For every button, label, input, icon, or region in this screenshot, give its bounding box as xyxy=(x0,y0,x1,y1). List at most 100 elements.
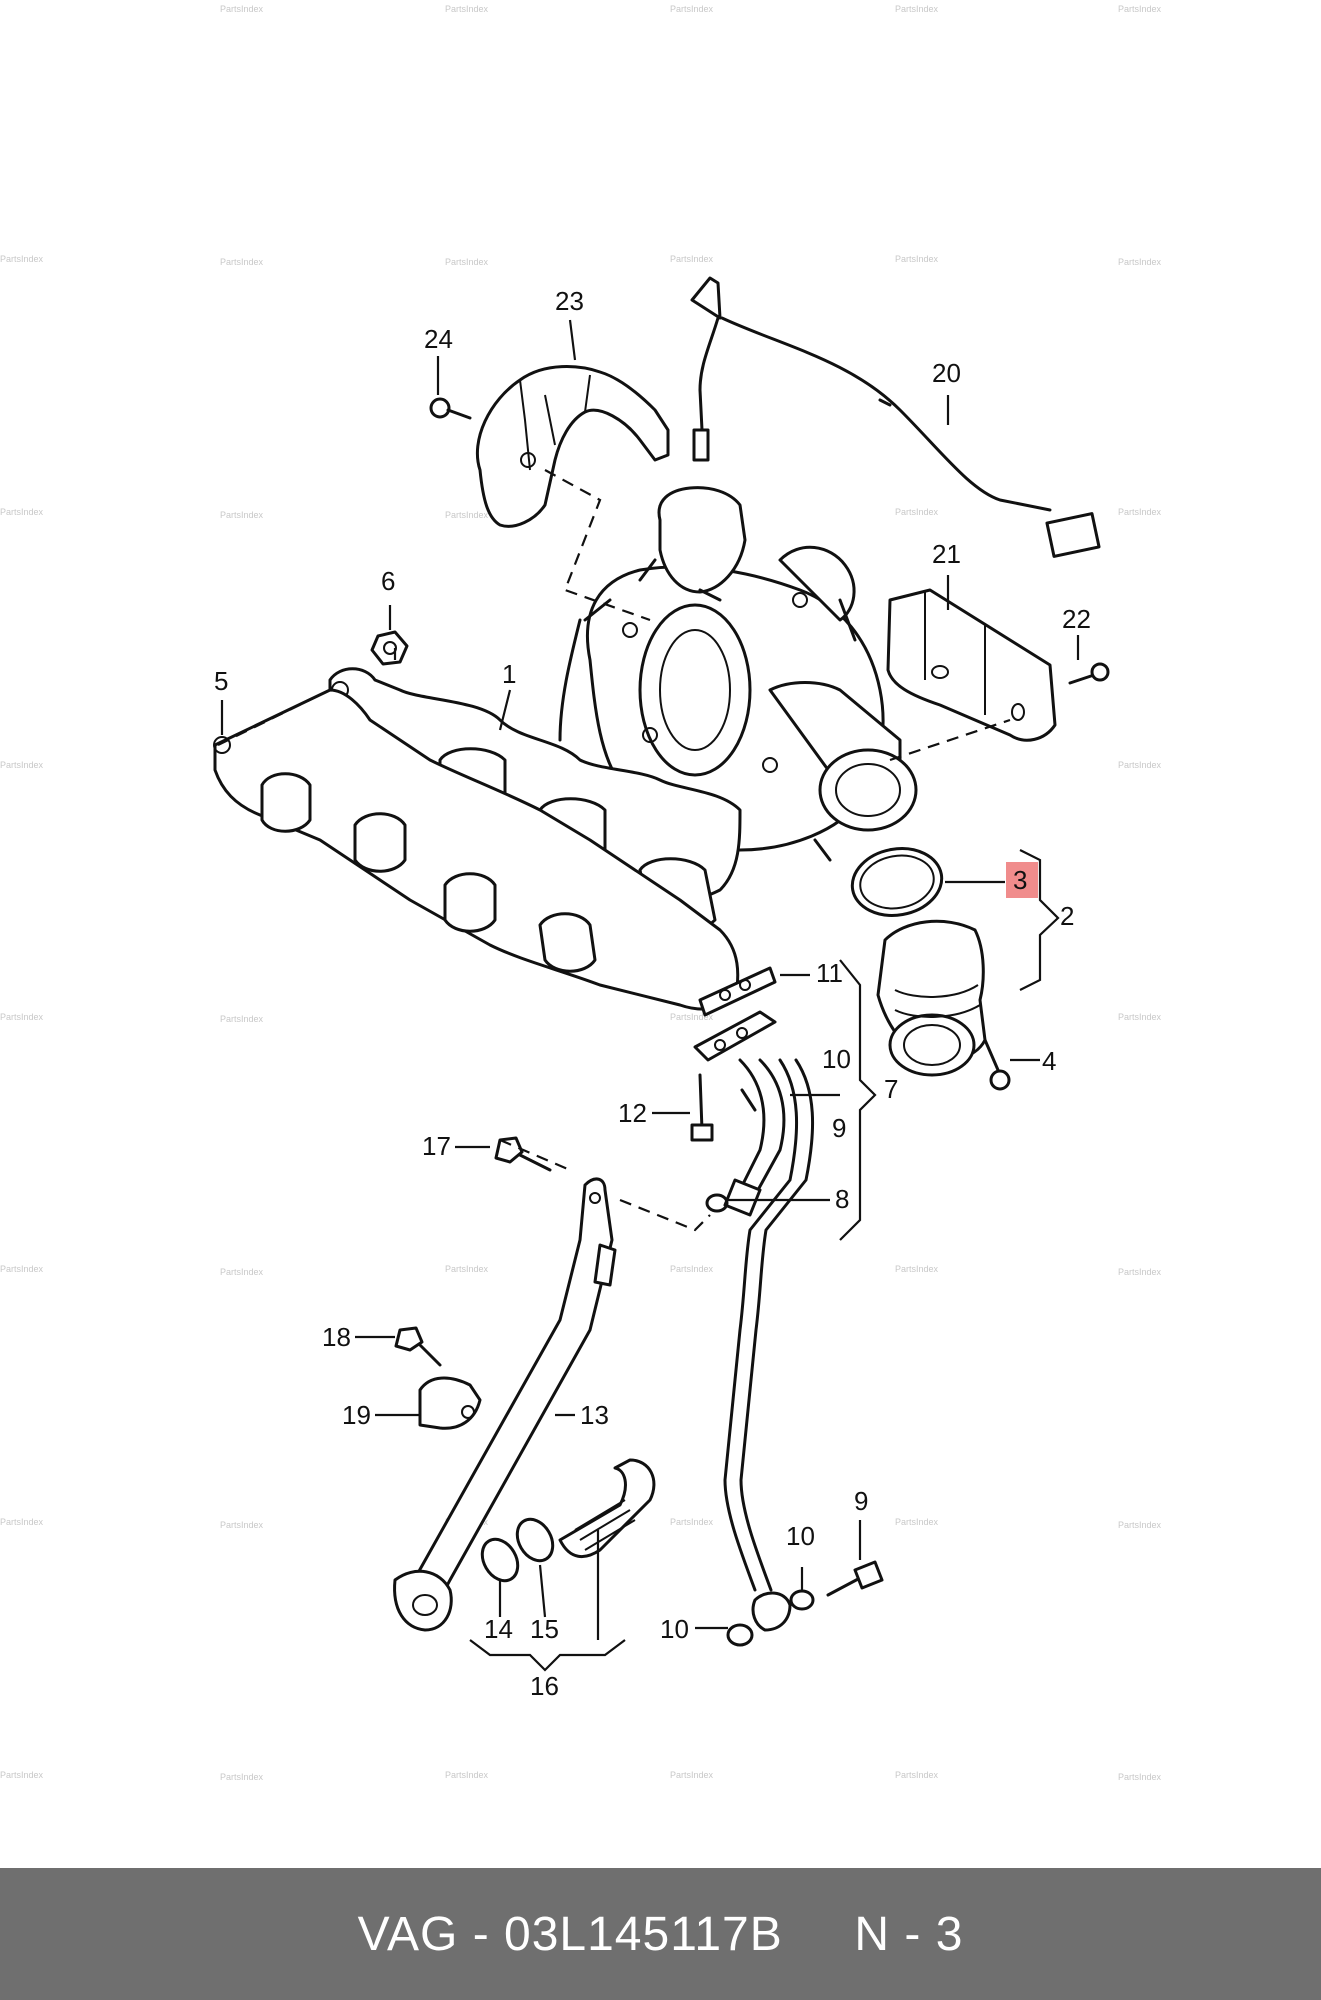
bolt-18[interactable] xyxy=(394,1326,442,1367)
watermark: PartsIndex xyxy=(445,4,489,14)
watermark: PartsIndex xyxy=(0,1264,44,1274)
watermark: PartsIndex xyxy=(0,760,44,770)
assembly-lines xyxy=(217,469,1011,1232)
callout-5: 5 xyxy=(214,666,228,696)
callout-10: 10 xyxy=(786,1521,815,1551)
watermark: PartsIndex xyxy=(670,1012,714,1022)
callout-11: 11 xyxy=(816,958,843,988)
callout-15: 15 xyxy=(530,1614,559,1644)
watermark: PartsIndex xyxy=(220,1772,264,1782)
gasket-plate-11[interactable] xyxy=(693,966,777,1062)
oil-line-7[interactable] xyxy=(723,1058,786,1217)
leader-lines xyxy=(220,319,1080,1672)
callout-20: 20 xyxy=(932,358,961,388)
support-strut-13[interactable] xyxy=(393,1177,617,1632)
bolt-12[interactable] xyxy=(690,1073,714,1142)
bolt-17[interactable] xyxy=(494,1136,552,1172)
watermark: PartsIndex xyxy=(670,254,714,264)
bolt-9[interactable] xyxy=(826,1560,884,1597)
o-ring-3[interactable] xyxy=(847,842,947,923)
callout-21: 21 xyxy=(932,539,961,569)
watermark: PartsIndex xyxy=(1118,507,1162,517)
watermark: PartsIndex xyxy=(220,1267,264,1277)
oil-return-pipe[interactable] xyxy=(723,1058,815,1632)
sensor-cable-part[interactable] xyxy=(690,276,1101,558)
heat-shield-part[interactable] xyxy=(475,365,670,528)
callout-24: 24 xyxy=(424,324,453,354)
watermark: PartsIndex xyxy=(445,1264,489,1274)
callout-22: 22 xyxy=(1062,604,1091,634)
watermark: PartsIndex xyxy=(895,1264,939,1274)
callout-3: 3 xyxy=(1013,865,1027,895)
watermark: PartsIndex xyxy=(895,254,939,264)
watermark: PartsIndex xyxy=(220,4,264,14)
part-number-label: VAG - 03L145117B N - 3 xyxy=(357,1907,964,1961)
watermark: PartsIndex xyxy=(1118,1012,1162,1022)
washer-10[interactable] xyxy=(726,1623,754,1647)
exploded-view-drawing: PartsIndex PartsIndex PartsIndex PartsIn… xyxy=(0,4,1162,1782)
washer-8[interactable] xyxy=(705,1193,729,1213)
watermark: PartsIndex xyxy=(445,510,489,520)
watermark: PartsIndex xyxy=(895,1770,939,1780)
callout-12: 12 xyxy=(618,1098,647,1128)
watermark: PartsIndex xyxy=(445,257,489,267)
callout-2: 2 xyxy=(1060,901,1074,931)
watermark: PartsIndex xyxy=(0,1517,44,1527)
nut-6[interactable] xyxy=(370,630,409,666)
washer-10[interactable] xyxy=(789,1589,815,1611)
callout-7: 7 xyxy=(884,1074,898,1104)
watermark: PartsIndex xyxy=(0,1770,44,1780)
parts-diagram: PartsIndex PartsIndex PartsIndex PartsIn… xyxy=(0,4,1162,1782)
bracket-21[interactable] xyxy=(886,588,1057,742)
watermark: PartsIndex xyxy=(0,507,44,517)
watermark-grid: PartsIndex PartsIndex PartsIndex PartsIn… xyxy=(0,4,1162,1782)
callout-9: 9 xyxy=(832,1113,846,1143)
watermark: PartsIndex xyxy=(1118,760,1162,770)
bolt-24[interactable] xyxy=(429,397,472,420)
watermark: PartsIndex xyxy=(895,507,939,517)
watermark: PartsIndex xyxy=(220,1520,264,1530)
callout-9: 9 xyxy=(854,1486,868,1516)
callout-10: 10 xyxy=(660,1614,689,1644)
clamp-19[interactable] xyxy=(418,1376,482,1430)
callout-labels: 24 23 20 21 22 6 5 1 3 2 4 11 10 7 9 8 1… xyxy=(214,286,1091,1701)
watermark: PartsIndex xyxy=(670,4,714,14)
watermark: PartsIndex xyxy=(0,254,44,264)
callout-19: 19 xyxy=(342,1400,371,1430)
outlet-connector-2[interactable] xyxy=(876,919,987,1077)
part-number-footer: VAG - 03L145117B N - 3 xyxy=(0,1868,1321,2000)
banjo-bolt-16[interactable] xyxy=(558,1458,656,1559)
watermark: PartsIndex xyxy=(670,1517,714,1527)
watermark: PartsIndex xyxy=(1118,257,1162,267)
watermark: PartsIndex xyxy=(670,1770,714,1780)
callout-13: 13 xyxy=(580,1400,609,1430)
watermark: PartsIndex xyxy=(1118,4,1162,14)
callout-10: 10 xyxy=(822,1044,851,1074)
callout-16: 16 xyxy=(530,1671,559,1701)
watermark: PartsIndex xyxy=(895,4,939,14)
watermark: PartsIndex xyxy=(445,1770,489,1780)
bolt-22[interactable] xyxy=(1068,662,1110,685)
watermark: PartsIndex xyxy=(895,1517,939,1527)
callout-18: 18 xyxy=(322,1322,351,1352)
callout-1: 1 xyxy=(502,659,516,689)
callout-23: 23 xyxy=(555,286,584,316)
watermark: PartsIndex xyxy=(1118,1772,1162,1782)
watermark: PartsIndex xyxy=(1118,1520,1162,1530)
callout-6: 6 xyxy=(381,566,395,596)
manifold-gasket-part[interactable] xyxy=(213,688,740,1011)
washer-14[interactable] xyxy=(475,1533,525,1587)
callout-8: 8 xyxy=(835,1184,849,1214)
selected-part-highlight xyxy=(1006,862,1038,898)
callout-17: 17 xyxy=(422,1131,451,1161)
callout-4: 4 xyxy=(1042,1046,1056,1076)
watermark: PartsIndex xyxy=(670,1264,714,1274)
watermark: PartsIndex xyxy=(220,510,264,520)
watermark: PartsIndex xyxy=(0,1012,44,1022)
bolt-4[interactable] xyxy=(983,1038,1011,1091)
watermark: PartsIndex xyxy=(1118,1267,1162,1277)
watermark: PartsIndex xyxy=(220,1014,264,1024)
callout-14: 14 xyxy=(484,1614,513,1644)
washer-15[interactable] xyxy=(510,1513,560,1567)
watermark: PartsIndex xyxy=(220,257,264,267)
